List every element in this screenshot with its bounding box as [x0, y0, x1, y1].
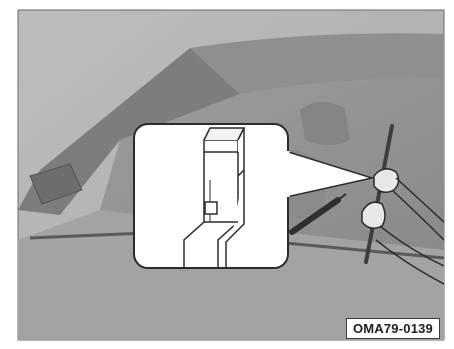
lower-hand: [362, 202, 385, 228]
upper-hand: [374, 169, 399, 192]
driver-head: [300, 102, 350, 145]
figure-code-label: OMA79-0139: [346, 318, 440, 339]
